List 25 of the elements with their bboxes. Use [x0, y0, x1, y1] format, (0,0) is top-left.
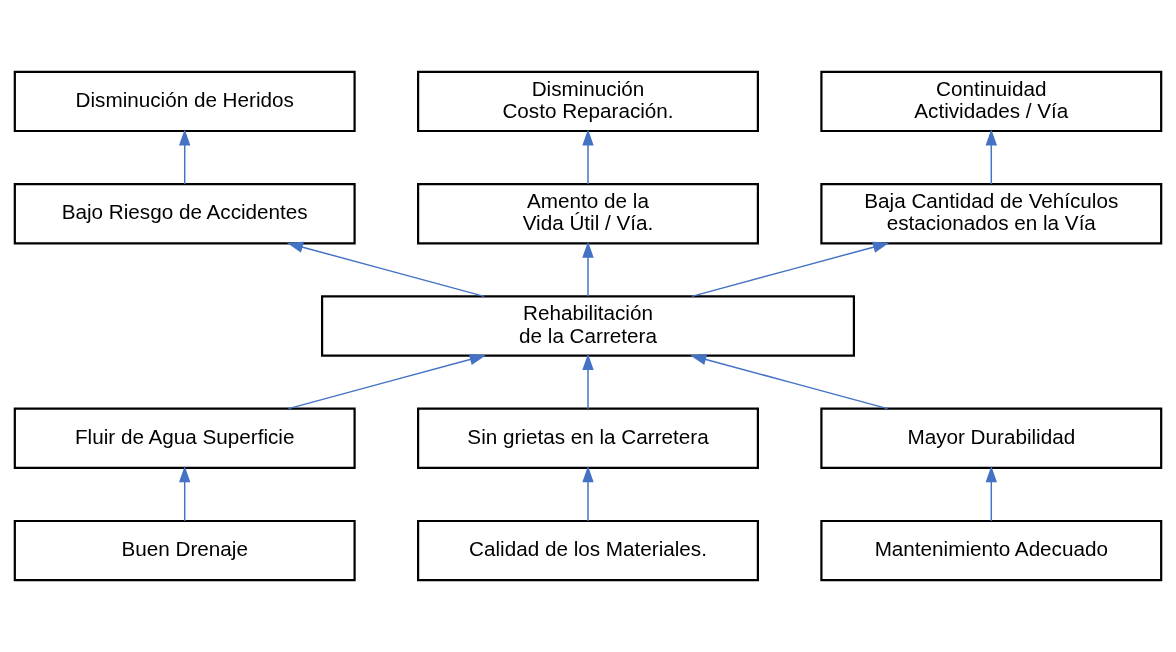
arrow — [690, 353, 889, 410]
arrow — [582, 129, 594, 185]
node-box: Continuidad Actividades / Vía — [820, 70, 1163, 133]
arrow — [985, 129, 997, 185]
arrow — [582, 465, 594, 522]
node-box: Buen Drenaje — [13, 519, 356, 582]
arrow — [582, 241, 594, 298]
arrow — [691, 241, 890, 298]
node-box: Baja Cantidad de Vehículos estacionados en la Vía — [820, 183, 1163, 245]
arrow — [179, 129, 191, 185]
node-box: Calidad de los Materiales. — [417, 519, 759, 582]
arrow — [985, 465, 997, 522]
node-box: Amento de la Vida Útil / Vía. — [417, 183, 759, 245]
arrow — [179, 465, 191, 522]
node-box: Sin grietas en la Carretera — [417, 407, 759, 469]
arrow — [582, 353, 594, 410]
arrow — [286, 241, 485, 298]
node-box: Mayor Durabilidad — [820, 407, 1163, 469]
arrow — [287, 353, 486, 410]
node-box: Rehabilitación de la Carretera — [320, 295, 855, 357]
node-box: Disminución Costo Reparación. — [417, 70, 759, 133]
node-box: Mantenimiento Adecuado — [820, 519, 1163, 582]
node-box: Bajo Riesgo de Accidentes — [13, 183, 356, 245]
node-box: Fluir de Agua Superficie — [13, 407, 356, 469]
node-box: Disminución de Heridos — [13, 70, 356, 133]
